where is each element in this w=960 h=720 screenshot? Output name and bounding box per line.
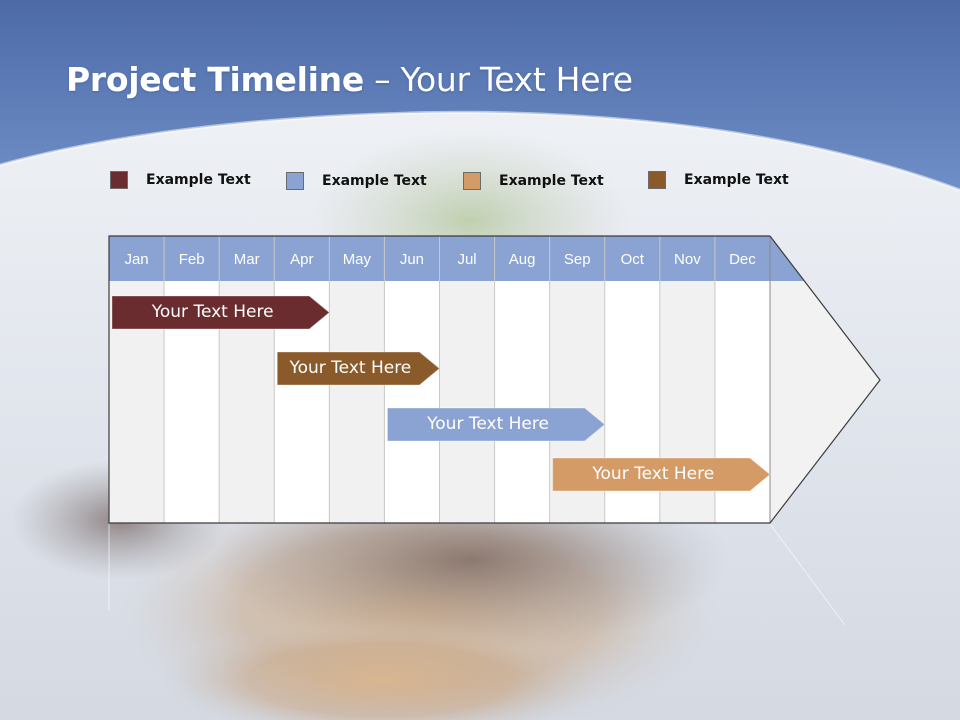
month-label-feb: Feb [178,251,205,268]
month-header-cell [494,236,550,281]
month-header-cell [549,236,605,281]
legend-label-4: Example Text [684,172,789,188]
legend-swatch-3 [463,172,481,190]
month-column [439,281,495,523]
month-label-aug: Aug [508,251,536,268]
legend-swatch-4 [648,171,666,189]
month-label-dec: Dec [729,251,756,268]
legend-label-2: Example Text [322,173,427,189]
legend-swatch-1 [110,171,128,189]
month-header-cell [659,236,715,281]
month-column [384,281,440,523]
month-header-cell [439,236,495,281]
month-header-cell [219,236,275,281]
month-column [494,281,550,523]
month-label-may: May [342,251,372,268]
arrow-head [770,236,880,523]
month-label-nov: Nov [674,251,701,268]
task-label-4: Your Text Here [592,464,715,484]
legend-swatch-2 [286,172,304,190]
task-label-2: Your Text Here [289,358,412,378]
task-label-3: Your Text Here [427,414,549,434]
month-label-oct: Oct [620,251,644,268]
month-column [329,281,385,523]
timeline-outline [108,235,881,524]
month-header-cell [274,236,330,281]
month-label-jan: Jan [124,251,149,268]
task-bar-1 [111,295,331,330]
title-bold-part: Project Timeline [66,60,364,99]
month-label-jul: Jul [457,251,477,268]
task-bar-4 [552,457,771,492]
month-label-sep: Sep [563,251,591,268]
month-label-apr: Apr [290,251,314,268]
month-label-jun: Jun [399,251,425,268]
month-header-cell [384,236,440,281]
task-label-1: Your Text Here [151,302,274,322]
slide-title: Project Timeline – Your Text Here [66,60,633,99]
legend-label-1: Example Text [146,172,251,188]
month-label-mar: Mar [233,251,260,268]
title-rest-part: – Your Text Here [363,60,633,99]
month-header-cell [164,236,220,281]
month-header-cell [329,236,385,281]
month-header-cell [604,236,660,281]
month-header-cell [714,236,770,281]
month-header-cell [109,236,165,281]
task-bar-3 [386,407,606,442]
task-bar-2 [276,351,441,386]
legend-label-3: Example Text [499,173,604,189]
